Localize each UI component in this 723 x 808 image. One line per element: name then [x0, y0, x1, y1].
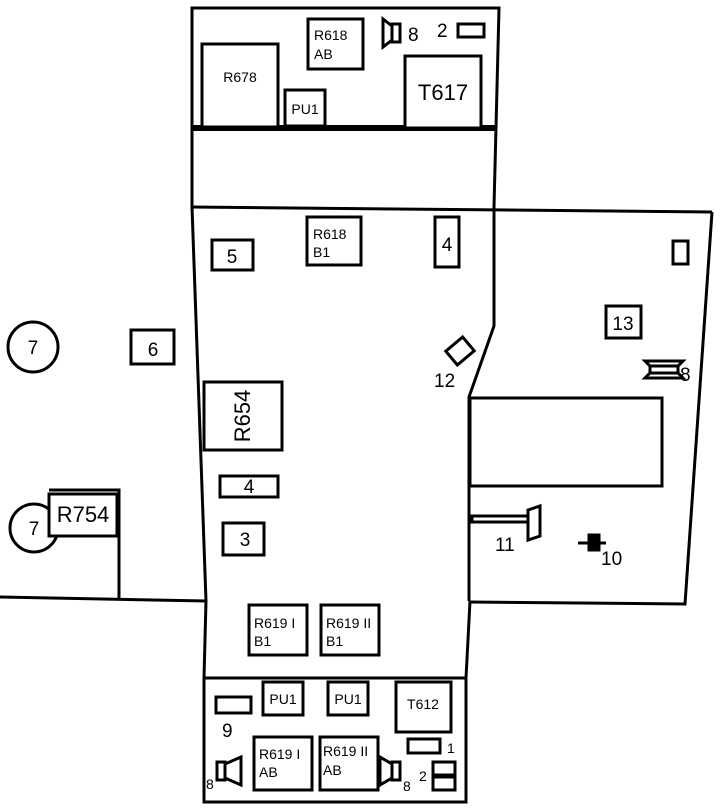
item-13: 13: [604, 304, 643, 340]
speaker-right: 8: [641, 359, 691, 386]
pu1-bottom-right-label: PU1: [334, 691, 361, 707]
item-7-upper: 7: [6, 320, 60, 374]
number-4-upper: 4: [442, 235, 453, 256]
resistor-icon: [406, 737, 442, 755]
r619i-ab-box: R619 I AB: [252, 735, 314, 792]
r618b1-label-1: R618: [313, 226, 347, 242]
speaker-top: 8: [381, 15, 419, 51]
r619i-ab-label-2: AB: [259, 764, 278, 780]
r678-label: R678: [223, 69, 257, 85]
item-3: 3: [221, 521, 266, 557]
r619i-b1-label-2: B1: [254, 633, 271, 649]
pu1-bottom-right-box: PU1: [326, 680, 370, 717]
r619ii-ab-box: R619 II AB: [318, 735, 380, 792]
speaker-icon: [378, 754, 402, 788]
item-1-bottom: 1: [406, 737, 455, 756]
r619i-ab-label-1: R619 I: [259, 746, 300, 762]
number-4-lower: 4: [244, 477, 255, 498]
r619ii-b1-label-2: B1: [326, 633, 343, 649]
r618ab-label-1: R618: [314, 27, 348, 43]
t617-box: T617: [403, 54, 483, 130]
speaker-icon: [381, 15, 402, 51]
number-5: 5: [227, 247, 238, 268]
pu1-bottom-left-label: PU1: [269, 691, 296, 707]
item-12: 12: [434, 334, 477, 392]
r619ii-b1-box: R619 II B1: [319, 603, 381, 657]
r619i-b1-box: R619 I B1: [247, 603, 309, 657]
main-panel: [190, 205, 714, 606]
number-8-bottom-left: 8: [206, 776, 214, 792]
number-8-bottom-right: 8: [403, 778, 411, 794]
speaker-icon: [641, 359, 687, 380]
number-10: 10: [601, 549, 622, 570]
r618ab-box: R618 AB: [306, 17, 365, 71]
item-4-upper: 4: [433, 215, 461, 269]
number-11: 11: [495, 535, 515, 556]
r619i-b1-label-1: R619 I: [254, 615, 295, 631]
left-wires: [0, 488, 207, 603]
pu1-top-box: PU1: [283, 88, 327, 128]
right-block: [468, 396, 664, 488]
bottom-panel: [202, 600, 472, 804]
item-6: 6: [129, 328, 176, 366]
small-box-right: [671, 239, 690, 266]
pu1-bottom-left-box: PU1: [261, 680, 305, 717]
t617-label: T617: [418, 80, 468, 105]
speaker-bottom-right: 8: [378, 754, 411, 794]
r654-label: R654: [230, 390, 255, 443]
t612-box: T612: [394, 680, 453, 734]
resistor-icon: [214, 695, 253, 715]
r754-box: R754: [47, 492, 119, 538]
lever-icon: [470, 503, 542, 543]
item-9: 9: [214, 695, 253, 742]
item-11: 11: [470, 503, 542, 556]
number-13: 13: [612, 314, 633, 335]
number-12: 12: [434, 371, 455, 392]
pu1-top-label: PU1: [291, 101, 318, 117]
resistor-icon: [456, 22, 486, 39]
item-2-top: 2: [437, 21, 486, 42]
number-8-top: 8: [408, 25, 419, 46]
item-4-lower: 4: [218, 474, 280, 499]
r619ii-b1-label-1: R619 II: [326, 615, 371, 631]
number-2-top: 2: [437, 21, 448, 42]
speaker-icon: [215, 754, 243, 788]
t612-label: T612: [407, 696, 439, 712]
number-6: 6: [148, 340, 159, 361]
number-3: 3: [240, 530, 251, 551]
r678-box: R678: [200, 42, 280, 129]
item-10: 10: [578, 533, 622, 570]
r654-box: R654: [202, 380, 284, 452]
number-2-bottom: 2: [419, 768, 427, 784]
r618b1-box: R618 B1: [305, 215, 363, 267]
r619ii-ab-label-1: R619 II: [323, 743, 368, 759]
speaker-bottom-left: 8: [206, 754, 243, 792]
r618ab-label-2: AB: [314, 46, 333, 62]
item-5: 5: [210, 238, 255, 272]
number-9: 9: [222, 721, 233, 742]
capacitor-icon: [578, 533, 606, 552]
number-8-right: 8: [680, 365, 691, 386]
item-2-bottom: 2: [419, 760, 457, 792]
resistor-icon: [431, 760, 457, 792]
number-7-upper: 7: [28, 338, 39, 359]
number-7-lower: 7: [29, 519, 40, 540]
r618b1-label-2: B1: [313, 244, 330, 260]
r619ii-ab-label-2: AB: [323, 762, 342, 778]
r754-label: R754: [57, 502, 110, 527]
number-1: 1: [447, 740, 455, 756]
